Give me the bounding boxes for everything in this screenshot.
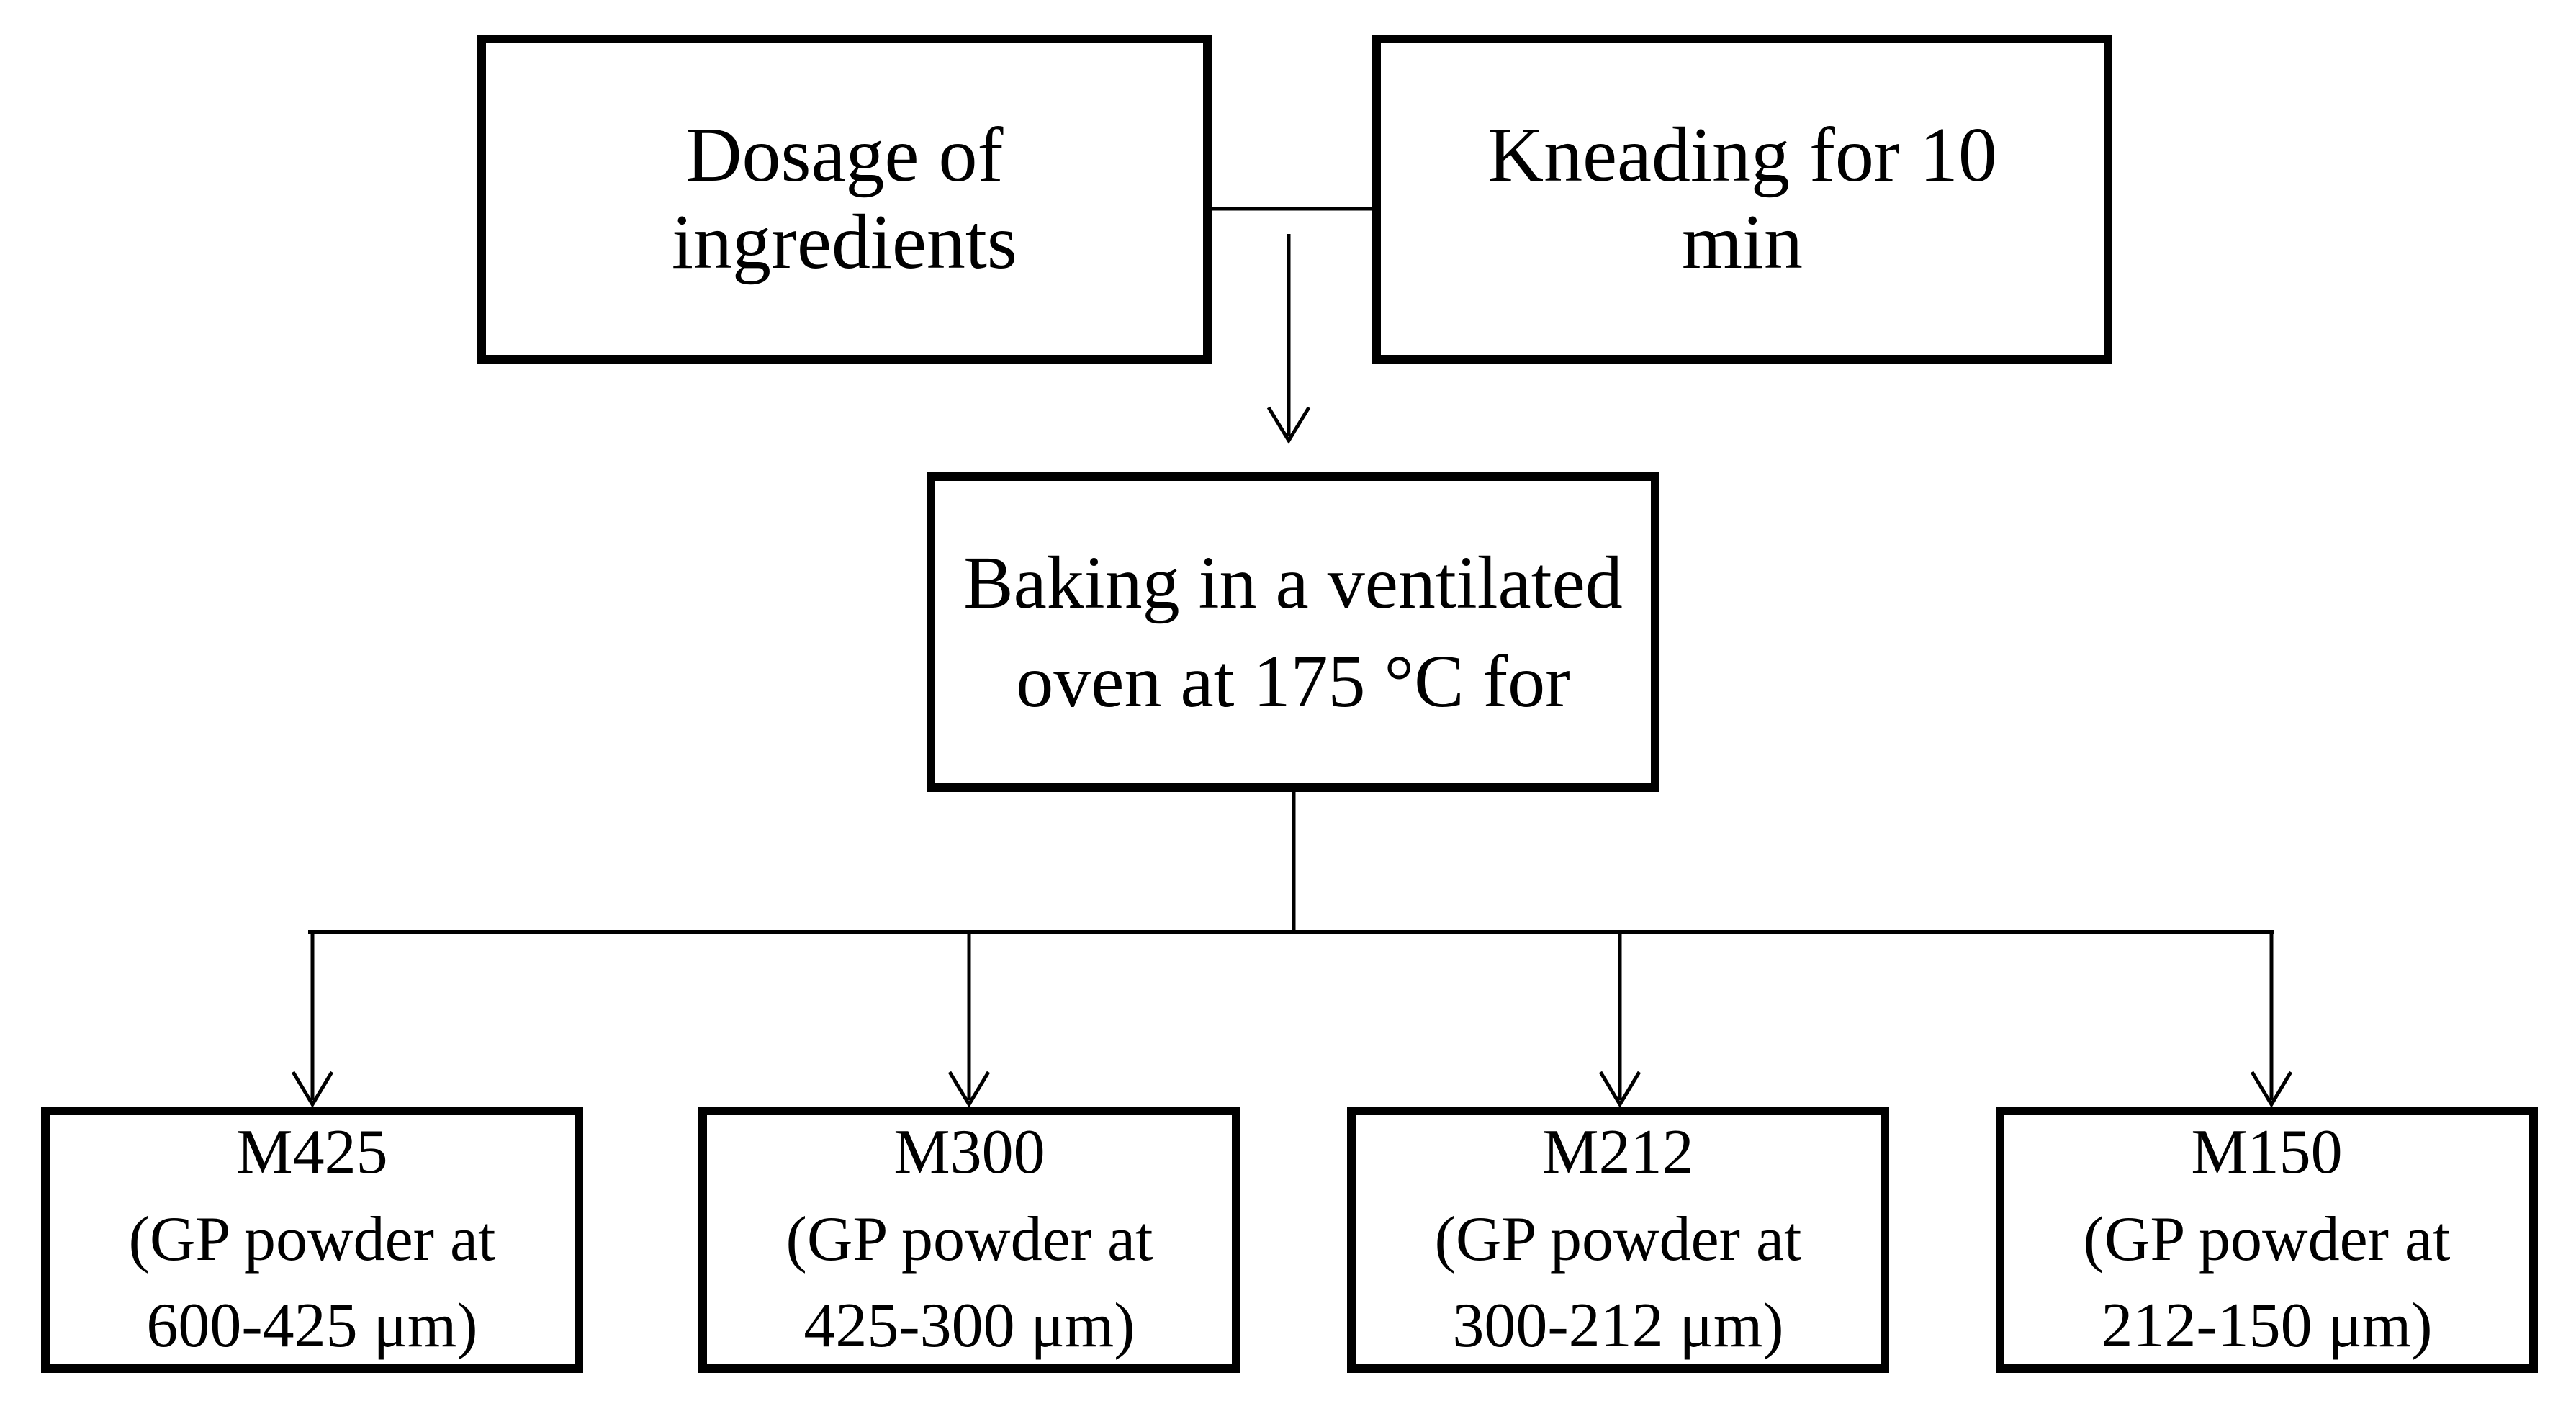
node-dosage-line-1: Dosage of bbox=[685, 112, 1004, 198]
node-kneading-line-2: min bbox=[1681, 199, 1803, 285]
node-m300-line-3: 425-300 μm) bbox=[803, 1291, 1135, 1361]
node-m425-line-3: 600-425 μm) bbox=[146, 1291, 478, 1361]
node-m150-line-2: (GP powder at bbox=[2083, 1204, 2451, 1274]
node-baking: Baking in a ventilated oven at 175 °C fo… bbox=[927, 472, 1659, 792]
node-baking-line-1: Baking in a ventilated bbox=[963, 541, 1623, 624]
node-m212-line-1: M212 bbox=[1542, 1117, 1694, 1188]
node-m300: M300 (GP powder at 425-300 μm) bbox=[698, 1107, 1240, 1373]
node-kneading-line-1: Kneading for 10 bbox=[1487, 112, 1997, 198]
node-dosage-line-2: ingredients bbox=[672, 199, 1017, 285]
node-m212: M212 (GP powder at 300-212 μm) bbox=[1347, 1107, 1889, 1373]
node-dosage: Dosage of ingredients bbox=[477, 35, 1212, 364]
node-kneading: Kneading for 10 min bbox=[1372, 35, 2112, 364]
arrow-to-m300 bbox=[947, 932, 991, 1108]
arrow-to-m150 bbox=[2250, 932, 2293, 1108]
arrow-to-m425 bbox=[291, 932, 334, 1108]
node-m150-line-1: M150 bbox=[2191, 1117, 2343, 1188]
node-m300-line-2: (GP powder at bbox=[785, 1204, 1153, 1274]
arrow-to-baking bbox=[1266, 234, 1311, 444]
node-m300-line-1: M300 bbox=[893, 1117, 1045, 1188]
node-m425-line-1: M425 bbox=[236, 1117, 388, 1188]
node-m212-line-2: (GP powder at bbox=[1434, 1204, 1802, 1274]
node-m425-line-2: (GP powder at bbox=[128, 1204, 496, 1274]
node-m150-line-3: 212-150 μm) bbox=[2101, 1291, 2433, 1361]
node-m150: M150 (GP powder at 212-150 μm) bbox=[1996, 1107, 2538, 1373]
node-m212-line-3: 300-212 μm) bbox=[1452, 1291, 1784, 1361]
arrow-to-m212 bbox=[1598, 932, 1641, 1108]
node-m425: M425 (GP powder at 600-425 μm) bbox=[41, 1107, 583, 1373]
node-baking-line-2: oven at 175 °C for bbox=[1016, 640, 1570, 723]
